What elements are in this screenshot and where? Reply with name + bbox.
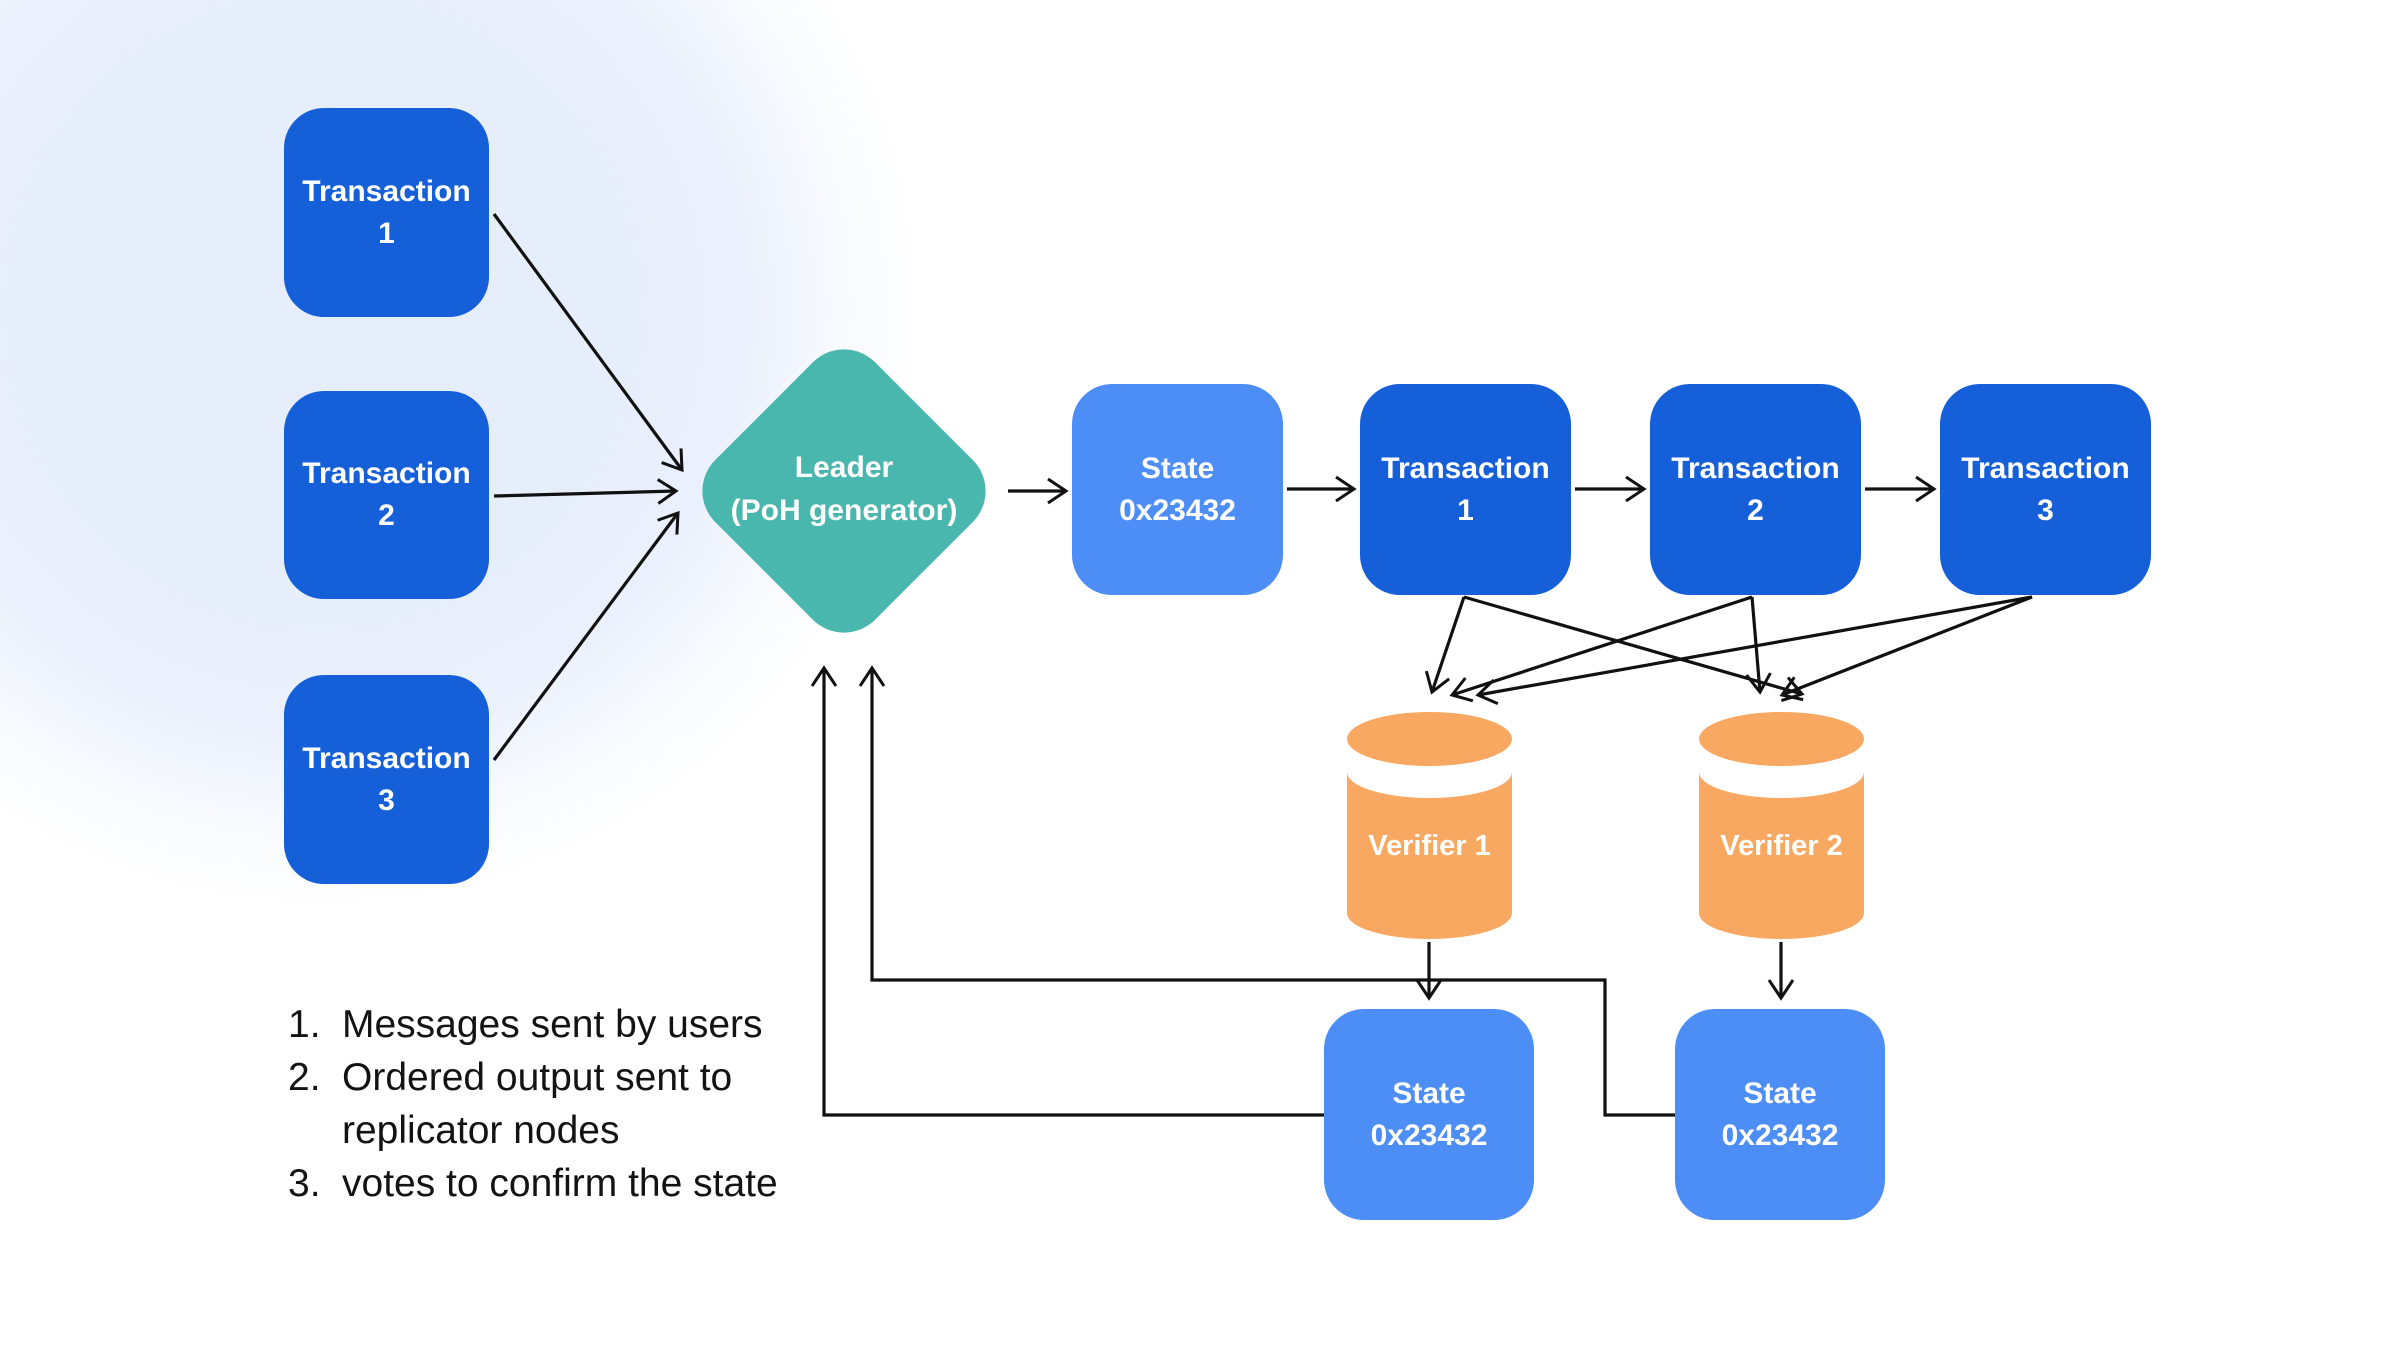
vote-path-state1-to-leader bbox=[810, 665, 1324, 1117]
verifier-2-cylinder bbox=[1699, 712, 1864, 939]
transaction-1-label: Transaction bbox=[302, 174, 471, 208]
verifier-1-label: Verifier 1 bbox=[1368, 830, 1491, 862]
legend-item-1-number: 1. bbox=[288, 1003, 321, 1046]
legend-item-3-text: votes to confirm the state bbox=[342, 1162, 778, 1205]
verifier-1-state-hash: 0x23432 bbox=[1370, 1118, 1488, 1152]
arrow-tx2-to-leader bbox=[493, 478, 679, 505]
state-label: State bbox=[1140, 451, 1215, 485]
legend-item-2-number: 2. bbox=[288, 1056, 321, 1099]
verifier-2-state-hash: 0x23432 bbox=[1721, 1118, 1839, 1152]
chain-transaction-1-number: 1 bbox=[1457, 493, 1474, 527]
transaction-1-box: Transaction 1 bbox=[284, 108, 489, 317]
legend-item-1-text: Messages sent by users bbox=[342, 1003, 763, 1046]
transaction-2-box: Transaction 2 bbox=[284, 391, 489, 599]
legend-item-1: 1. Messages sent by users bbox=[288, 998, 847, 1051]
chain-transaction-3-number: 3 bbox=[2037, 493, 2054, 527]
transaction-1-number: 1 bbox=[378, 216, 395, 250]
chain-transaction-1-box: Transaction 1 bbox=[1360, 384, 1571, 595]
leader-subtitle: (PoH generator) bbox=[730, 494, 958, 527]
transaction-3-number: 3 bbox=[378, 783, 395, 817]
chain-transaction-1-label: Transaction bbox=[1381, 451, 1550, 485]
verifier-1-cylinder bbox=[1347, 712, 1512, 939]
transaction-2-number: 2 bbox=[378, 499, 395, 532]
legend-item-2: 2. Ordered output sent to replicator nod… bbox=[288, 1051, 847, 1157]
chain-transaction-2-number: 2 bbox=[1747, 493, 1764, 527]
arrow-tx2-to-verifier1 bbox=[1449, 595, 1753, 703]
verifier-1-state-label: State bbox=[1392, 1076, 1466, 1110]
leader-title: Leader bbox=[794, 451, 894, 484]
state-box-after-leader: State 0x23432 bbox=[1072, 384, 1283, 595]
arrow-tx3-to-leader bbox=[492, 510, 680, 761]
arrow-tx3-to-verifier1 bbox=[1475, 595, 2033, 706]
chain-transaction-2-label: Transaction bbox=[1671, 451, 1840, 485]
chain-transaction-3-label: Transaction bbox=[1961, 451, 2130, 485]
legend: 1. Messages sent by users 2. Ordered out… bbox=[288, 998, 847, 1210]
leader-label: Leader (PoH generator) bbox=[694, 446, 994, 532]
verifier-2-state-box: State 0x23432 bbox=[1675, 1009, 1885, 1220]
chain-transaction-2-box: Transaction 2 bbox=[1650, 384, 1861, 595]
legend-item-2-text: Ordered output sent to replicator nodes bbox=[342, 1056, 733, 1152]
verifier-1-state-box: State 0x23432 bbox=[1324, 1009, 1534, 1220]
state-hash: 0x23432 bbox=[1119, 493, 1236, 527]
vote-path-state2-to-leader bbox=[858, 665, 1675, 1117]
legend-item-3: 3. votes to confirm the state bbox=[288, 1157, 847, 1210]
transaction-2-label: Transaction bbox=[302, 457, 471, 490]
arrow-tx3-to-verifier2 bbox=[1779, 595, 2033, 702]
legend-item-3-number: 3. bbox=[288, 1162, 321, 1205]
chain-transaction-3-box: Transaction 3 bbox=[1940, 384, 2151, 595]
arrow-tx1-to-leader bbox=[492, 213, 684, 473]
arrow-tx1-to-verifier1 bbox=[1424, 596, 1466, 695]
transaction-3-label: Transaction bbox=[302, 741, 471, 775]
verifier-2-state-label: State bbox=[1743, 1076, 1817, 1110]
verifier-2-label: Verifier 2 bbox=[1720, 830, 1843, 862]
transaction-3-box: Transaction 3 bbox=[284, 675, 489, 884]
